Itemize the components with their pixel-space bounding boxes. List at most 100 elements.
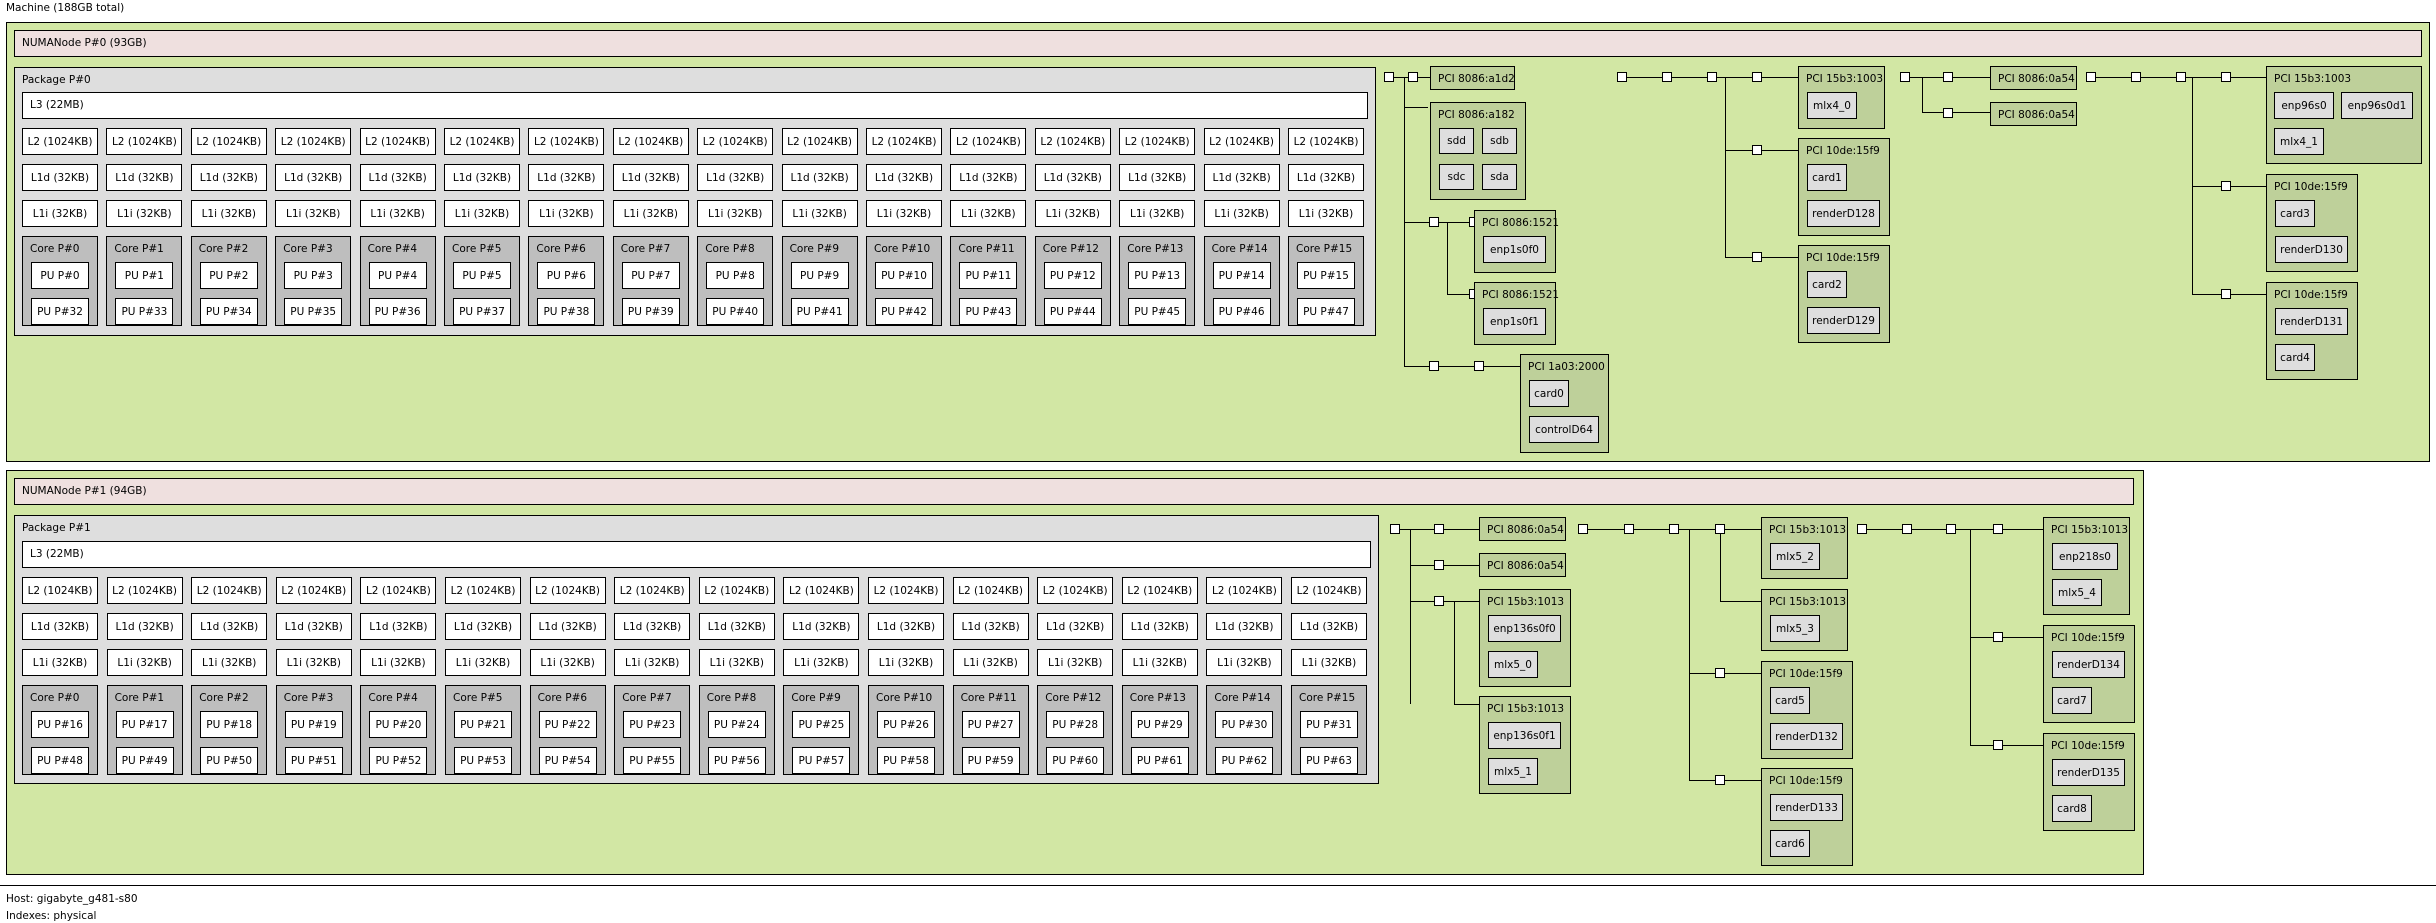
l2-cache: L2 (1024KB) [1288,128,1364,155]
l1i-cache: L1i (32KB) [614,649,691,676]
l1d-cache: L1d (32KB) [275,164,352,191]
l2-cache: L2 (1024KB) [868,577,944,604]
pci-device: PCI 8086:a1d2 [1430,66,1515,90]
l1i-cache: L1i (32KB) [1206,649,1283,676]
pu-box: PU P#60 [1046,747,1105,774]
pu-box: PU P#21 [454,711,512,738]
l1i-cache: L1i (32KB) [866,200,942,227]
network-device: enp96s0d1 [2341,92,2413,119]
bridge-node [1857,524,1867,534]
l1d-cache: L1d (32KB) [106,613,183,640]
l1d-cache: L1d (32KB) [275,613,352,640]
pu-box: PU P#36 [368,298,427,325]
l1i-cache: L1i (32KB) [191,649,268,676]
gpu-device: renderD133 [1770,794,1843,821]
gpu-device: renderD132 [1770,723,1843,750]
l2-cache: L2 (1024KB) [1034,128,1111,155]
pu-box: PU P#9 [790,262,849,289]
pu-box: PU P#44 [1043,298,1102,325]
l1i-cache: L1i (32KB) [950,200,1027,227]
l1i-cache: L1i (32KB) [528,200,605,227]
l1i-cache: L1i (32KB) [1037,649,1114,676]
pu-box: PU P#25 [792,711,851,738]
l1d-cache: L1d (32KB) [1119,164,1196,191]
bridge-node [1946,524,1956,534]
pu-box: PU P#53 [454,747,512,774]
bridge-node [1434,596,1444,606]
l2-cache: L2 (1024KB) [444,128,520,155]
l2-cache: L2 (1024KB) [106,577,183,604]
pu-box: PU P#46 [1212,298,1271,325]
pu-box: PU P#37 [453,298,511,325]
gpu-device: renderD130 [2275,236,2348,263]
l2-cache: L2 (1024KB) [1291,577,1367,604]
pci-device: PCI 8086:0a54 [1479,517,1566,541]
gpu-device: renderD131 [2275,308,2348,335]
bridge-node [2131,72,2141,82]
infiniband-device: mlx5_2 [1770,543,1820,570]
bridge-node [1408,72,1418,82]
pu-box: PU P#3 [284,262,343,289]
pu-box: PU P#18 [200,711,259,738]
pu-box: PU P#34 [199,298,258,325]
gpu-device: card3 [2275,200,2315,227]
pu-box: PU P#11 [959,262,1018,289]
pu-box: PU P#8 [706,262,765,289]
l2-cache: L2 (1024KB) [529,577,606,604]
network-device: enp136s0f0 [1488,615,1561,642]
infiniband-device: mlx5_4 [2052,579,2102,606]
bridge-node [1474,361,1484,371]
pu-box: PU P#15 [1297,262,1355,289]
numa-node-0-header: NUMANode P#0 (93GB) [14,30,2422,57]
l1d-cache: L1d (32KB) [783,613,860,640]
l1i-cache: L1i (32KB) [22,649,98,676]
pu-box: PU P#17 [115,711,174,738]
pu-box: PU P#45 [1128,298,1187,325]
bridge-node [1993,740,2003,750]
infiniband-device: mlx4_1 [2274,128,2324,155]
l1i-cache: L1i (32KB) [1291,649,1367,676]
l1d-cache: L1d (32KB) [781,164,858,191]
l1d-cache: L1d (32KB) [1288,164,1364,191]
l2-cache: L2 (1024KB) [528,128,605,155]
pu-box: PU P#13 [1128,262,1187,289]
pu-box: PU P#6 [537,262,596,289]
l2-cache: L2 (1024KB) [22,128,98,155]
pu-box: PU P#41 [790,298,849,325]
l2-cache: L2 (1024KB) [612,128,689,155]
l1d-cache: L1d (32KB) [697,164,774,191]
gpu-device: card8 [2052,795,2092,822]
l2-cache: L2 (1024KB) [1037,577,1114,604]
gpu-device: renderD129 [1807,307,1880,334]
bridge-node [1434,560,1444,570]
bridge-node [1384,72,1394,82]
l1i-cache: L1i (32KB) [1121,649,1198,676]
l1d-cache: L1d (32KB) [866,164,942,191]
l1d-cache: L1d (32KB) [1037,613,1114,640]
pci-device: PCI 8086:0a54 [1479,553,1566,577]
l2-cache: L2 (1024KB) [950,128,1027,155]
l2-cache: L2 (1024KB) [1206,577,1283,604]
l1d-cache: L1d (32KB) [22,164,98,191]
pu-box: PU P#49 [115,747,174,774]
pu-box: PU P#28 [1046,711,1105,738]
bridge-node [1943,72,1953,82]
l1i-cache: L1i (32KB) [360,649,437,676]
pu-box: PU P#14 [1212,262,1271,289]
l1i-cache: L1i (32KB) [698,649,775,676]
l1i-cache: L1i (32KB) [612,200,689,227]
pu-box: PU P#43 [959,298,1018,325]
infiniband-device: mlx5_0 [1488,651,1538,678]
l1i-cache: L1i (32KB) [106,649,183,676]
numa-node-1-header: NUMANode P#1 (94GB) [14,478,2134,505]
network-device: enp218s0 [2052,543,2118,570]
